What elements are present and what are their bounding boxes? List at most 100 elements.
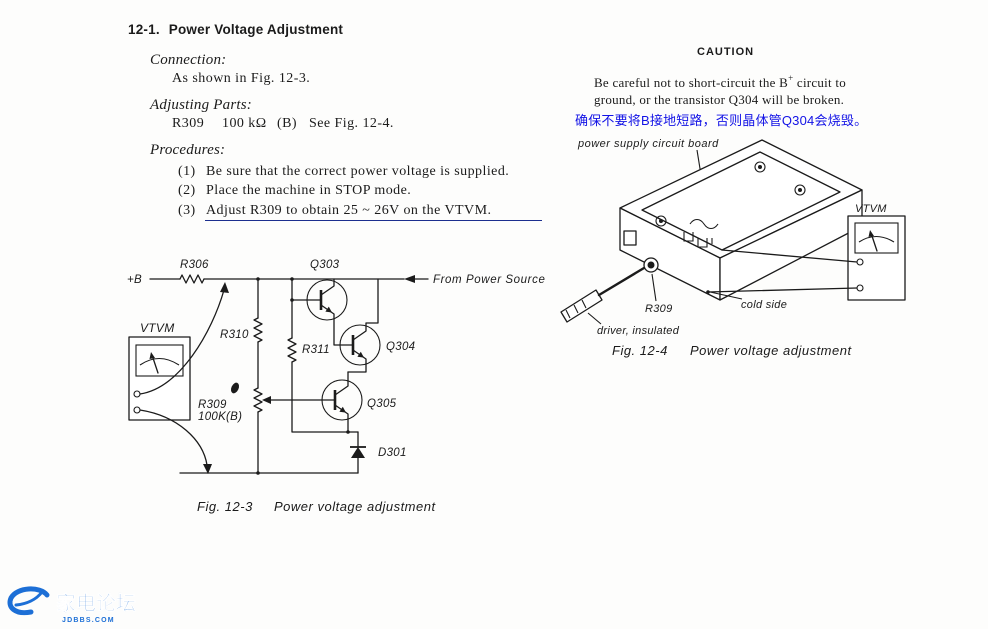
q305-emitter-arrow [339,406,346,413]
connection-text: As shown in Fig. 12-3. [172,71,311,86]
chinese-annotation: 确保不要将B接地短路，否则晶体管Q304会烧毁。 [575,113,868,128]
step-number: (1) [178,164,196,179]
step-number: (2) [178,183,196,198]
junction-dot [290,277,294,281]
q304-emitter-arrow [357,351,364,358]
vtvm-meter-icon [128,336,191,421]
r309-knob-icon [643,257,659,273]
label-r306: R306 [180,259,209,271]
resistor-r311 [287,337,297,363]
step-number: (3) [178,203,196,218]
junction-dot [346,430,350,434]
q305-collector [334,371,349,396]
label-from-power-source: From Power Source [433,274,545,286]
screw-icon [655,215,667,227]
meter-lead-hot [721,249,858,263]
junction-dot [290,298,294,302]
caution-title: CAUTION [697,46,755,58]
probe-wire-ground [139,409,208,466]
meter-lead-cold [707,287,858,293]
caution-line-1: Be careful not to short-circuit the B+ c… [594,73,846,91]
logo-domain: JDBBS.COM [62,617,115,624]
label-q304: Q304 [386,341,415,353]
fig-12-3-caption-text: Power voltage adjustment [274,499,436,514]
logo-name: 家电论坛 [56,591,136,615]
board-components [689,218,719,230]
transistor-q304 [339,324,381,366]
wiper-arrow-icon [262,396,271,404]
junction-dot [256,471,260,475]
label-r309-right: R309 [645,303,673,315]
step-text: Be sure that the correct power voltage i… [206,164,510,179]
fig-12-3-schematic: +B R306 Q303 From Power Source VTVM R310… [127,259,545,514]
q304-collector [352,278,379,341]
step-3-underline [205,220,542,221]
screwdriver-icon [560,266,646,323]
arrow-down-icon [203,464,212,474]
junction-dot [256,277,260,281]
label-circuit-board: power supply circuit board [577,138,719,150]
q305-emitter [334,404,349,433]
diode-d301 [351,447,365,458]
label-vtvm-right: VTVM [855,203,887,215]
transistor-q305 [321,379,363,421]
fig-12-4-caption-text: Power voltage adjustment [690,343,852,358]
label-driver: driver, insulated [597,325,680,337]
section-number: 12-1. [128,22,160,37]
connection-heading: Connection: [150,52,227,68]
adjusting-part-value: 100 kΩ [222,116,267,131]
resistor-r306 [179,274,205,284]
caution-line-1-end: circuit to [793,75,846,90]
resistor-r310 [253,317,263,343]
leader-line [709,291,743,300]
potentiometer-r309 [253,387,263,413]
vtvm-meter-icon [847,215,906,301]
adjust-point-icon [230,382,240,394]
adjusting-part-type: (B) [277,116,298,131]
step-text: Adjust R309 to obtain 25 ~ 26V on the VT… [206,203,492,218]
wire-r311-bottom [291,361,359,433]
section-title: Power Voltage Adjustment [168,22,344,37]
label-r311: R311 [302,344,330,356]
logo-swoosh-icon [14,590,44,607]
adjusting-parts-heading: Adjusting Parts: [150,97,252,113]
q303-emitter [320,304,354,346]
label-r309: R309 [198,399,227,411]
caution-line-1-text: Be careful not to short-circuit the B [594,75,789,90]
arrow-up-icon [220,282,229,293]
label-plus-b: +B [127,274,142,286]
probe-wire-positive [139,289,225,395]
junction-dot [706,290,710,294]
fig-12-4-caption-number: Fig. 12-4 [612,343,668,358]
q304-emitter [347,349,367,373]
arrow-left-icon [404,275,415,283]
procedures-heading: Procedures: [150,142,226,158]
leader-line [587,312,602,325]
leader-line [651,273,657,302]
label-vtvm: VTVM [140,321,175,335]
screw-icon [794,184,806,196]
site-logo: 家电论坛 JDBBS.COM [7,586,136,624]
step-text: Place the machine in STOP mode. [206,183,412,198]
label-r309-value: 100K(B) [198,411,242,423]
adjusting-part-ref: See Fig. 12-4. [309,116,394,131]
power-supply-board [641,151,841,251]
caution-line-2: ground, or the transistor Q304 will be b… [594,92,845,107]
fig-12-3-caption-number: Fig. 12-3 [197,499,253,514]
label-q303: Q303 [310,259,340,271]
connector [623,230,637,246]
label-r310: R310 [220,329,249,341]
screw-icon [754,161,766,173]
fig-12-4-drawing: power supply circuit board [560,138,906,358]
label-d301: D301 [378,447,407,459]
logo-swoosh-icon [7,586,50,616]
label-q305: Q305 [367,398,397,410]
q303-emitter-arrow [325,306,332,313]
section-heading: 12-1. Power Voltage Adjustment [128,22,343,38]
adjusting-part-id: R309 [172,116,205,131]
board-components [683,232,713,248]
label-cold-side: cold side [741,299,787,311]
q303-collector [320,278,335,296]
superscript-plus: + [788,73,794,83]
